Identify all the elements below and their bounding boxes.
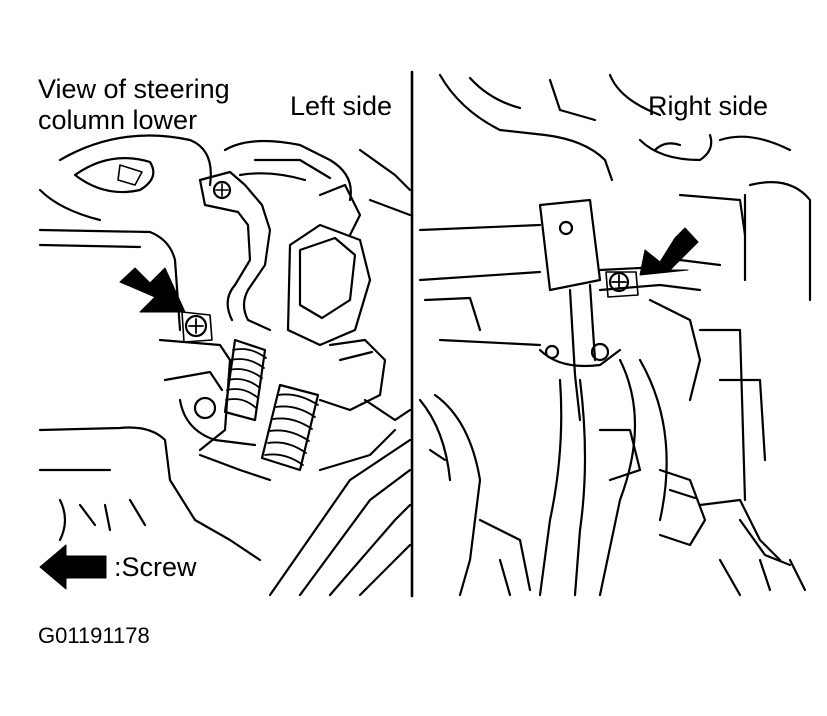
right-panel-drawing [418, 73, 812, 597]
diagram-title-line-2: column lower [38, 105, 198, 135]
legend-label: :Screw [114, 552, 197, 582]
diagram-title: View of steering column lower [38, 74, 230, 136]
screw-arrow-right [639, 227, 699, 276]
diagram-title-line-1: View of steering [38, 74, 230, 104]
left-panel-drawing [38, 134, 412, 597]
right-panel-label: Right side [648, 91, 769, 121]
figure-id: G01191178 [38, 623, 150, 648]
left-panel-label: Left side [290, 91, 393, 121]
arrow-left-icon [39, 544, 107, 590]
screw-arrow-left [119, 267, 186, 313]
